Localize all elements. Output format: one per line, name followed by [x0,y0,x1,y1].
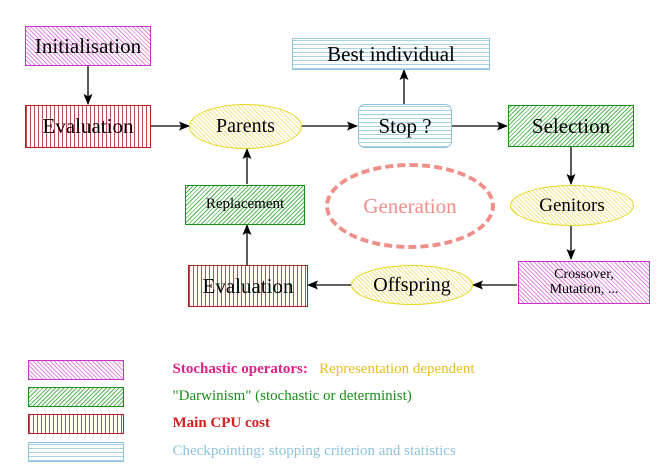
node-evaluation-top[interactable]: Evaluation [25,105,151,148]
legend-row-main-cpu-cost: Main CPU cost [28,398,270,449]
node-generation-group: Generation [325,163,495,249]
node-replacement[interactable]: Replacement [185,185,305,225]
node-offspring[interactable]: Offspring [351,265,473,305]
legend-row-stochastic-operators: Stochastic operators: Representation dep… [28,344,475,395]
legend-swatch-blue-horizontal-hatch [28,441,124,462]
legend-swatch-red-vertical-hatch [28,413,124,434]
node-parents[interactable]: Parents [189,104,302,149]
generation-label: Generation [363,193,457,218]
node-selection[interactable]: Selection [508,105,634,147]
legend-row-checkpointing: Checkpointing: stopping criterion and st… [28,426,456,471]
legend-swatch-green-diagonal-hatch [28,386,124,407]
node-genitors[interactable]: Genitors [510,185,634,226]
node-evaluation-bottom[interactable]: Evaluation [188,265,308,307]
legend-text-secondary-0: Representation dependent [319,361,475,377]
legend-label-darwinism: "Darwinism" (stochastic or determinist) [150,371,412,422]
legend-text-primary-1: "Darwinism" (stochastic or determinist) [172,388,412,404]
legend-label-stochastic-operators: Stochastic operators: Representation dep… [150,344,475,395]
node-best-individual[interactable]: Best individual [292,38,490,70]
legend-text-primary-3: Checkpointing: stopping criterion and st… [172,443,456,459]
node-stop[interactable]: Stop ? [358,104,452,148]
legend-row-darwinism: "Darwinism" (stochastic or determinist) [28,371,412,422]
legend-label-checkpointing: Checkpointing: stopping criterion and st… [150,426,456,471]
legend-swatch-magenta-diagonal-hatch [28,359,124,380]
legend-text-primary-0: Stochastic operators: [172,361,308,377]
legend-label-main-cpu-cost: Main CPU cost [150,398,271,449]
node-variation[interactable]: Crossover, Mutation, ... [518,261,650,304]
legend-text-primary-2: Main CPU cost [172,415,271,431]
node-initialisation[interactable]: Initialisation [25,26,151,66]
